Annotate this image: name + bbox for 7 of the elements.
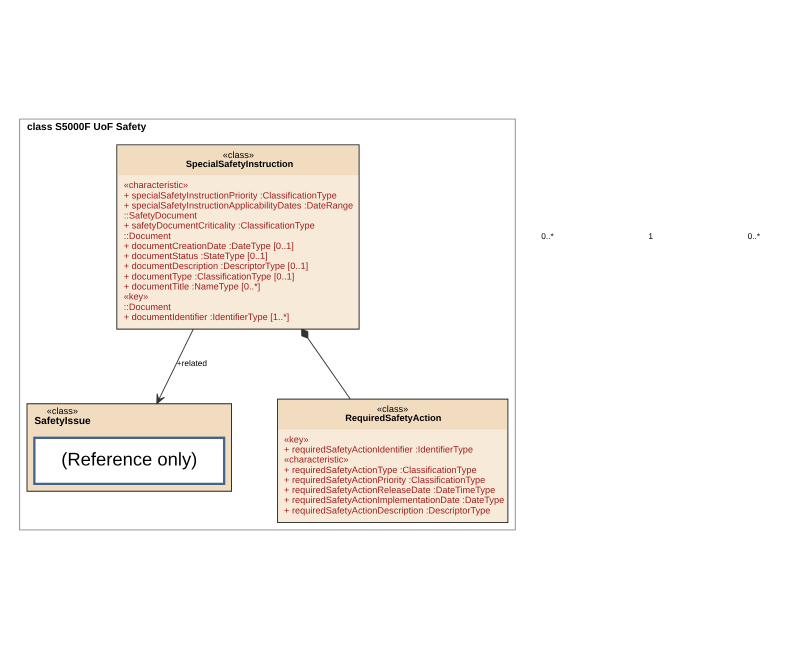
connector xyxy=(301,328,351,400)
label: 0..* xyxy=(541,230,554,241)
arrow xyxy=(156,328,194,404)
node-box: (Reference only) xyxy=(33,436,226,485)
label: 1 xyxy=(648,230,653,241)
edge-label: +related xyxy=(176,358,207,368)
label: 0..* xyxy=(748,230,760,241)
